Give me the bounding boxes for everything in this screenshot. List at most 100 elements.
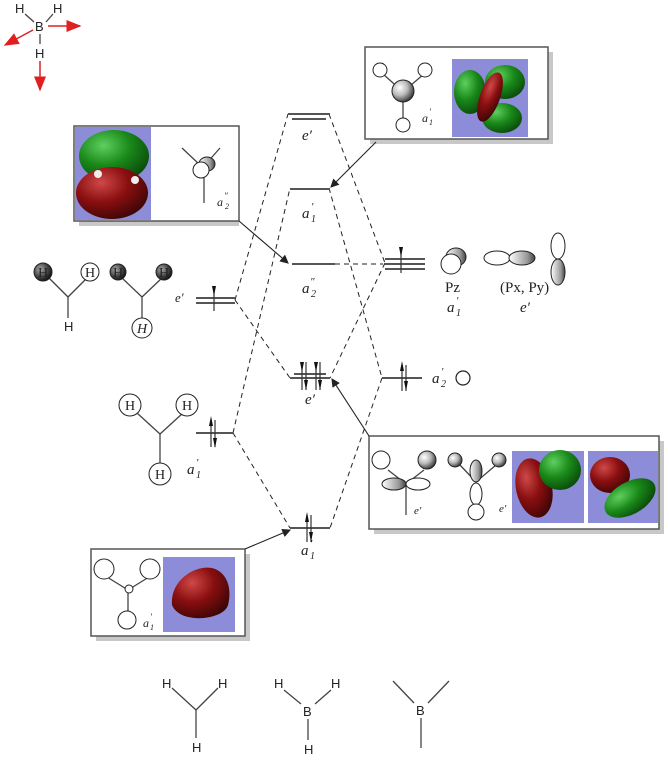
electron-pair-h3-a1 xyxy=(209,416,217,448)
atom-b-center: B xyxy=(35,19,44,34)
svg-text:a: a xyxy=(217,195,223,209)
bond xyxy=(45,13,54,23)
svg-text:′: ′ xyxy=(456,295,459,307)
right-fragment-levels: a ′ 2 Pz a ′ 1 (Px, Py) e′ xyxy=(382,232,566,391)
dash-line xyxy=(329,262,386,379)
svg-text:H: H xyxy=(136,322,148,337)
electron-pair-2 xyxy=(314,362,322,390)
svg-text:′: ′ xyxy=(441,366,444,378)
orbital-box-a2-double-prime: a ″ 2 xyxy=(73,125,240,226)
svg-text:H: H xyxy=(218,676,227,691)
electron-pair-1 xyxy=(300,362,308,390)
svg-text:H: H xyxy=(159,266,169,281)
svg-text:H: H xyxy=(85,266,95,281)
svg-text:H: H xyxy=(155,468,165,483)
pointer-arrow xyxy=(330,141,377,188)
svg-text:′: ′ xyxy=(311,201,314,213)
bottom-structure-h3: H H H xyxy=(162,676,227,755)
svg-text:H: H xyxy=(125,399,135,414)
label-a1-bonding: a ′ 1 xyxy=(301,538,315,562)
bottom-structure-bh3: H H B H xyxy=(274,676,340,757)
pz-orbital-icon xyxy=(440,247,467,275)
px-orbital-icon xyxy=(483,250,536,266)
dash-line xyxy=(234,113,289,301)
svg-text:1: 1 xyxy=(150,623,154,632)
orbital-box-a1-antibonding: a ′ 1 xyxy=(364,46,553,144)
svg-text:H: H xyxy=(274,676,283,691)
svg-text:a: a xyxy=(422,111,428,125)
svg-text:1: 1 xyxy=(310,551,315,562)
svg-text:H: H xyxy=(38,266,48,281)
svg-text:H: H xyxy=(304,742,313,757)
svg-text:2: 2 xyxy=(311,289,316,300)
svg-text:a: a xyxy=(143,616,149,630)
svg-text:a: a xyxy=(187,462,195,478)
svg-text:a: a xyxy=(302,206,310,222)
label-h3-a1: a ′ 1 xyxy=(187,457,201,481)
h3-a1-prime-orbital: H H H xyxy=(118,393,199,486)
svg-text:B: B xyxy=(303,704,312,719)
py-orbital-icon xyxy=(550,232,566,286)
red-arrow-diagonal-icon xyxy=(3,29,34,46)
svg-text:e′: e′ xyxy=(499,503,507,515)
svg-text:1: 1 xyxy=(196,470,201,481)
atom-h-top-left: H xyxy=(15,1,24,16)
mo-levels: e′ a ′ 1 a ″ 2 e′ xyxy=(288,113,335,562)
label-a1-antibonding: a ′ 1 xyxy=(302,201,316,225)
dash-line xyxy=(232,432,291,529)
pointer-arrow xyxy=(331,378,370,437)
label-b-a1: a ′ 1 xyxy=(447,295,461,319)
svg-text:H: H xyxy=(192,740,201,755)
svg-text:′: ′ xyxy=(196,457,199,469)
svg-text:H: H xyxy=(162,676,171,691)
pointer-arrows xyxy=(238,141,377,550)
bh3-axes-legend: H H B H xyxy=(3,1,82,92)
electron-arrow-icon xyxy=(399,247,403,257)
atom-h-bottom: H xyxy=(35,46,44,61)
svg-text:′: ′ xyxy=(310,538,313,550)
svg-text:H: H xyxy=(64,319,73,334)
svg-text:H: H xyxy=(182,399,192,414)
electron-pair-a1 xyxy=(305,512,313,542)
svg-text:1: 1 xyxy=(456,308,461,319)
svg-text:2: 2 xyxy=(441,379,446,390)
svg-text:a: a xyxy=(432,371,440,387)
svg-text:″: ″ xyxy=(310,276,315,288)
dash-line xyxy=(232,187,291,434)
dash-line xyxy=(328,187,383,379)
svg-text:a: a xyxy=(301,543,309,559)
svg-text:′: ′ xyxy=(429,107,432,117)
dash-line xyxy=(234,299,291,379)
orbital-box-a1-bonding: a ′ 1 xyxy=(90,548,250,641)
label-a2-double-prime: a ″ 2 xyxy=(302,276,316,300)
pointer-arrow xyxy=(238,220,289,264)
bottom-structure-skeleton: B xyxy=(392,680,450,748)
s-orbital-icon xyxy=(455,370,471,386)
svg-text:H: H xyxy=(113,266,123,281)
svg-text:″: ″ xyxy=(224,191,228,201)
correlation-lines xyxy=(232,113,386,529)
h3-e-prime-orbital-1: H H H xyxy=(33,262,100,334)
left-fragment-levels: e′ a ′ 1 xyxy=(175,286,235,481)
svg-text:a: a xyxy=(447,300,455,316)
h3-e-prime-orbital-2: H H H xyxy=(109,263,173,339)
svg-text:e′: e′ xyxy=(414,505,422,517)
label-e-prime-top: e′ xyxy=(302,128,313,144)
svg-text:1: 1 xyxy=(311,214,316,225)
electron-arrow-icon xyxy=(212,286,216,296)
label-pxpy: (Px, Py) xyxy=(500,280,549,296)
label-b-e-prime: e′ xyxy=(520,300,531,316)
label-e-prime-bonding: e′ xyxy=(305,392,316,408)
label-h3-e-prime: e′ xyxy=(175,290,184,305)
svg-text:2: 2 xyxy=(225,202,229,211)
pointer-arrow xyxy=(244,528,292,550)
bond xyxy=(24,13,35,23)
svg-text:′: ′ xyxy=(150,612,153,622)
svg-text:1: 1 xyxy=(429,118,433,127)
svg-text:H: H xyxy=(331,676,340,691)
label-b-a2: a ′ 2 xyxy=(432,366,446,390)
electron-pair-b-a2 xyxy=(400,361,408,391)
atom-h-top-right: H xyxy=(53,1,62,16)
svg-text:B: B xyxy=(416,703,425,718)
